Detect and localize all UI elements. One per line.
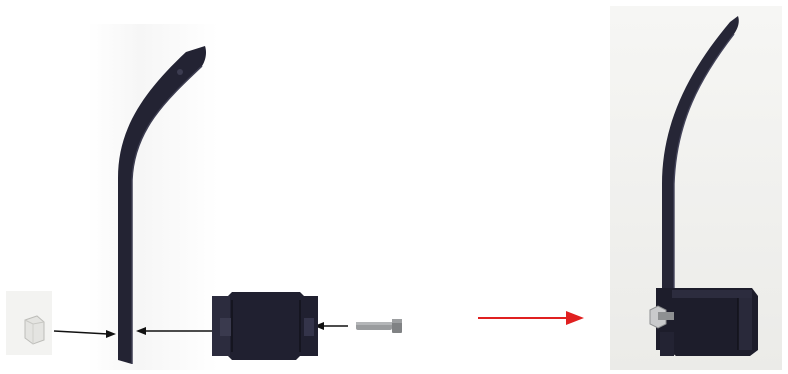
blade-hole: [177, 69, 183, 75]
nut: [6, 291, 52, 355]
bracket-block: [212, 292, 318, 360]
curved-blade: [118, 46, 206, 364]
assembled-bracket: [656, 288, 758, 356]
arrow-right-icon: [478, 311, 584, 325]
exploded-drawing: [0, 0, 440, 374]
exploded-view: [0, 0, 440, 374]
assembled-view: [610, 6, 782, 370]
bolt: [356, 319, 402, 333]
assembled-drawing: [610, 6, 782, 370]
